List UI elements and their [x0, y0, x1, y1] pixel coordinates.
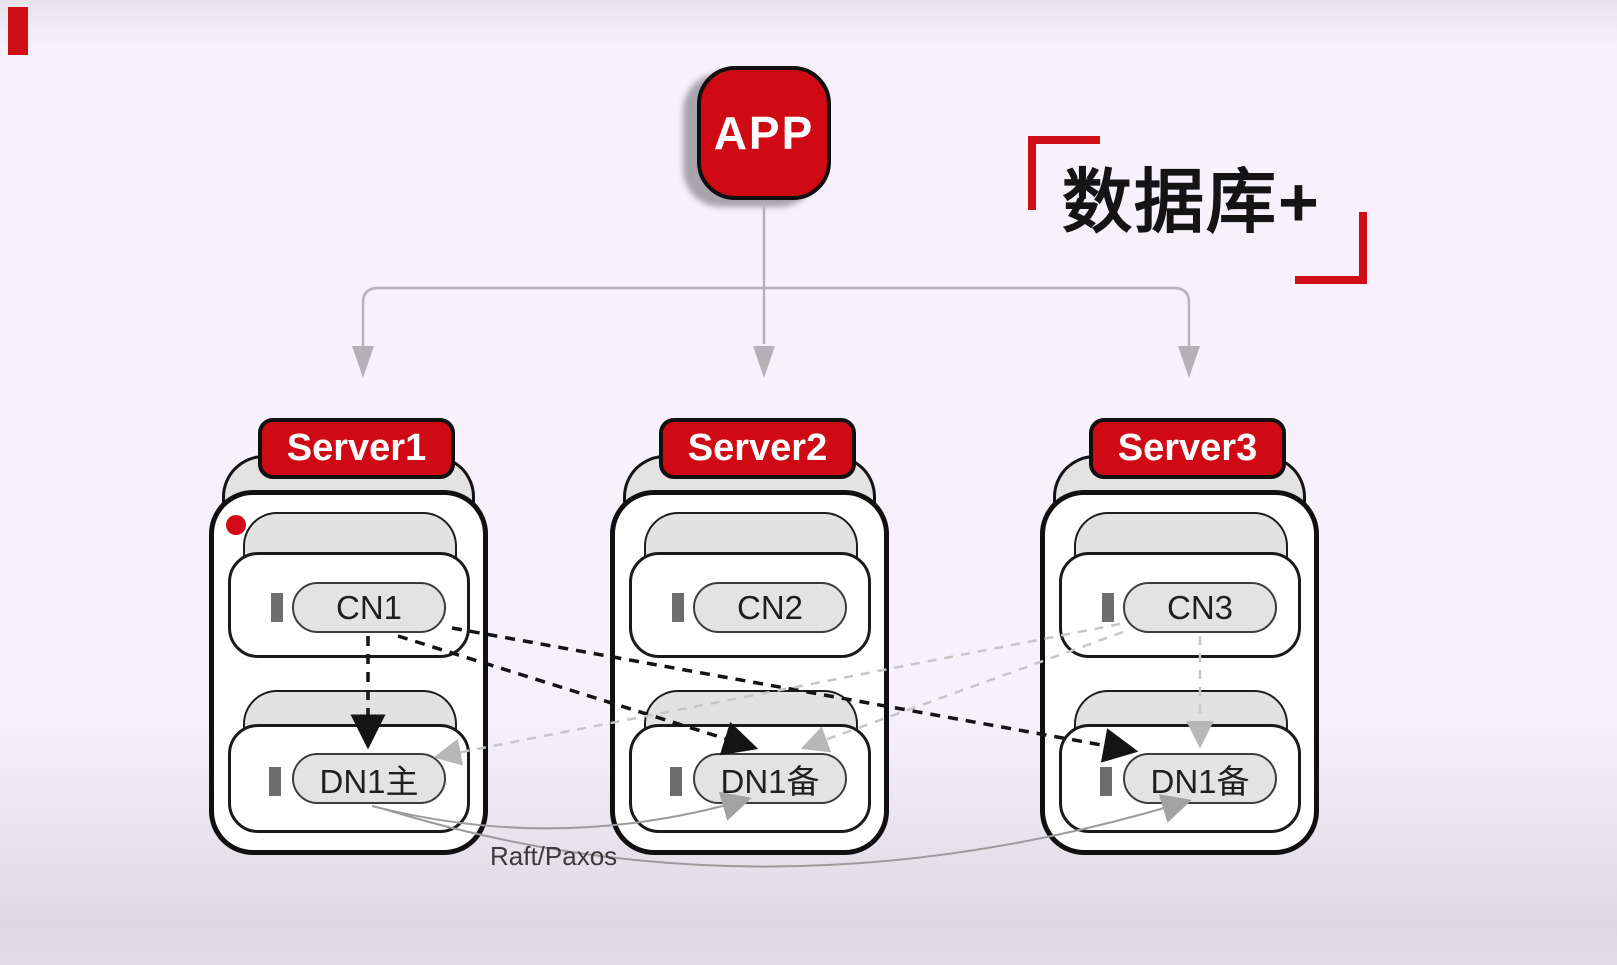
server1-group: Server1 CN1 DN1主: [209, 418, 488, 855]
server1-dn-node: DN1主: [292, 753, 446, 804]
server1-dn-label: DN1主: [319, 762, 419, 800]
server2-label: Server2: [659, 418, 856, 479]
server3-dn-bar-icon: [1100, 767, 1112, 796]
server1-name: Server1: [286, 427, 427, 469]
app-node: APP: [697, 66, 831, 200]
server3-name: Server3: [1117, 427, 1258, 469]
server2-cn-node: CN2: [693, 582, 847, 633]
arrow-to-server3-icon: [1178, 346, 1200, 378]
app-node-label: APP: [713, 107, 815, 159]
replication-protocol-label: Raft/Paxos: [490, 841, 618, 871]
server1-label: Server1: [258, 418, 455, 479]
server2-dn-bar-icon: [670, 767, 682, 796]
server1-cn-node: CN1: [292, 582, 446, 633]
server2-cn-label: CN2: [736, 588, 804, 626]
server1-status-dot: [226, 515, 246, 535]
server1-cn-bar-icon: [271, 593, 283, 622]
server2-group: Server2 CN2 DN1备: [610, 418, 889, 855]
arrow-to-server1-icon: [352, 346, 374, 378]
server3-label: Server3: [1089, 418, 1286, 479]
server3-cn-label: CN3: [1166, 588, 1234, 626]
server3-dn-label: DN1备: [1150, 762, 1250, 800]
server2-dn-node: DN1备: [693, 753, 847, 804]
server2-cn-bar-icon: [672, 593, 684, 622]
server2-name: Server2: [687, 427, 828, 469]
server3-dn-node: DN1备: [1123, 753, 1277, 804]
brand-title: 数据库+: [1062, 163, 1321, 241]
server2-dn-label: DN1备: [720, 762, 820, 800]
server1-dn-bar-icon: [269, 767, 281, 796]
server3-cn-node: CN3: [1123, 582, 1277, 633]
brand-bracket-bottom-right: [1295, 212, 1367, 284]
server1-cn-label: CN1: [335, 588, 403, 626]
branch-rail: [361, 286, 1191, 346]
server3-cn-bar-icon: [1102, 593, 1114, 622]
corner-accent-bar: [8, 7, 28, 55]
arrow-to-server2-icon: [753, 346, 775, 378]
brand-bracket-top-left: [1028, 136, 1100, 210]
server3-group: Server3 CN3 DN1备: [1040, 418, 1319, 855]
